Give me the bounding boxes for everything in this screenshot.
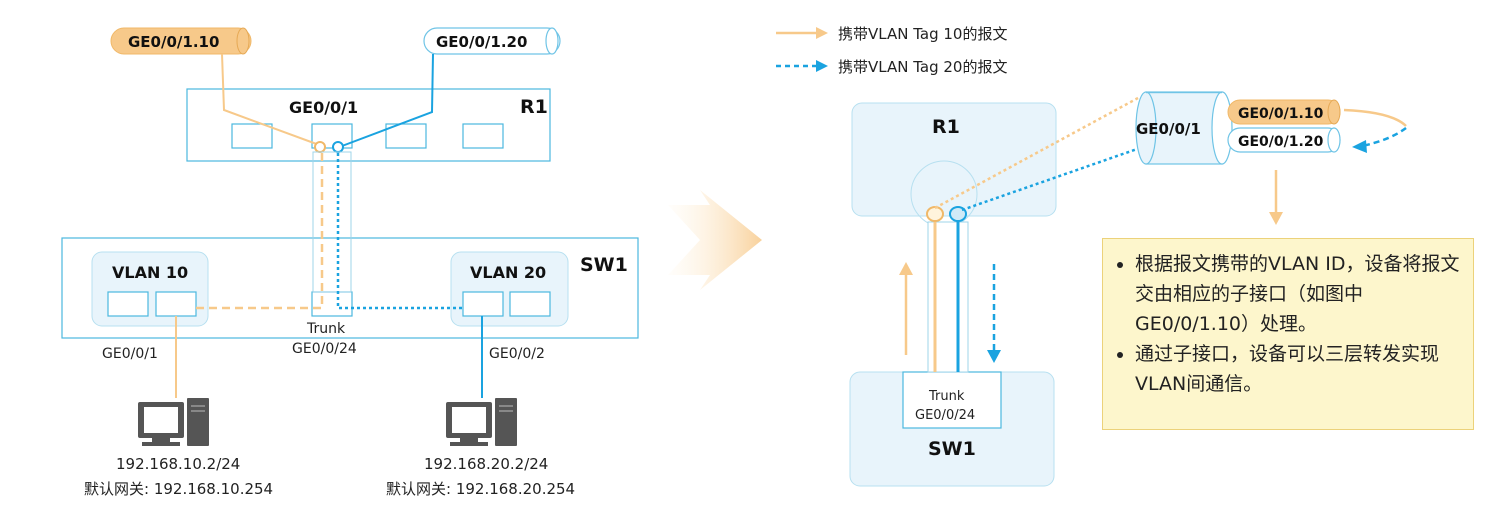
subif-10-pill-right: GE0/0/1.10 — [1227, 99, 1341, 125]
hairpin-vlan10 — [1343, 108, 1407, 127]
vlan20-path-r1 — [341, 53, 434, 147]
r1-port-vlan10-right — [926, 206, 944, 222]
trunk-port-label-right: GE0/0/24 — [915, 408, 975, 423]
explanation-note: 根据报文携带的VLAN ID，设备将报文交由相应的子接口（如图中GE0/0/1.… — [1102, 238, 1474, 430]
ge001-cylinder — [1135, 91, 1233, 165]
sw1-trunk-port — [311, 291, 353, 317]
legend-vlan20-label: 携带VLAN Tag 20的报文 — [838, 58, 1007, 76]
trunk-label-left: Trunk — [306, 321, 346, 337]
hairpin-vlan20 — [1361, 126, 1407, 148]
hairpin-arrowhead — [1352, 140, 1367, 153]
r1-port-3 — [385, 123, 427, 149]
explanation-list: 根据报文携带的VLAN ID，设备将报文交由相应的子接口（如图中GE0/0/1.… — [1115, 249, 1461, 399]
trunk-port-label-left: GE0/0/24 — [292, 341, 357, 357]
arrow-down-to-note-icon — [1269, 170, 1283, 225]
arrow-down-icon — [987, 264, 1001, 363]
zoom-line-vlan20 — [961, 146, 1141, 212]
subif-20-pill-right: GE0/0/1.20 — [1227, 127, 1341, 153]
r1-port-dot-vlan20 — [332, 141, 344, 153]
vlan20-port-1 — [462, 291, 504, 317]
legend-vlan10: 携带VLAN Tag 10的报文 — [776, 25, 1007, 43]
r1-label-right: R1 — [932, 116, 960, 138]
r1-port-label-left: GE0/0/1 — [289, 98, 358, 117]
arrow-up-icon — [899, 262, 913, 355]
sw1-label-right: SW1 — [928, 438, 976, 460]
explanation-item-2: 通过子接口，设备可以三层转发实现VLAN间通信。 — [1135, 339, 1461, 399]
ge001-port-label: GE0/0/1 — [102, 346, 158, 362]
r1-port-1 — [231, 123, 273, 149]
r1-port-vlan20-right — [949, 206, 967, 222]
vlan20-port-2 — [509, 291, 551, 317]
explanation-item-1: 根据报文携带的VLAN ID，设备将报文交由相应的子接口（如图中GE0/0/1.… — [1135, 249, 1461, 339]
r1-port-4 — [462, 123, 504, 149]
trunk-label-right: Trunk — [928, 389, 965, 404]
vlan10-port-1 — [107, 291, 149, 317]
sw1-label-left: SW1 — [580, 254, 628, 276]
pc2-gateway: 默认网关: 192.168.20.254 — [386, 480, 575, 498]
ge001-label-right: GE0/0/1 — [1136, 120, 1201, 138]
pc1-gateway: 默认网关: 192.168.10.254 — [84, 480, 273, 498]
r1-label-left: R1 — [520, 96, 548, 118]
subif-20-pill-left: GE0/0/1.20 — [423, 27, 561, 55]
vlan10-path-r1 — [221, 53, 323, 147]
subif-10-label-right: GE0/0/1.10 — [1238, 106, 1324, 122]
vlan10-label: VLAN 10 — [112, 263, 188, 282]
legend-vlan20: 携带VLAN Tag 20的报文 — [776, 58, 1007, 76]
trunk-link-band — [312, 151, 352, 293]
subif-10-pill-left: GE0/0/1.10 — [110, 27, 252, 55]
subif-20-label-right: GE0/0/1.20 — [1238, 134, 1324, 150]
subif-10-label-left: GE0/0/1.10 — [128, 33, 219, 51]
zoom-line-vlan10 — [934, 96, 1139, 210]
pc2-ip: 192.168.20.2/24 — [424, 455, 548, 473]
subif-20-label-left: GE0/0/1.20 — [436, 33, 527, 51]
pc1-ip: 192.168.10.2/24 — [116, 455, 240, 473]
pc-icon — [446, 398, 517, 446]
vlan10-dashed-path — [196, 153, 324, 310]
pc-icon — [138, 398, 209, 446]
vlan20-label: VLAN 20 — [470, 263, 546, 282]
vlan10-port-2 — [155, 291, 197, 317]
arrow-right-icon — [668, 190, 762, 290]
legend-vlan10-label: 携带VLAN Tag 10的报文 — [838, 25, 1007, 43]
r1-port-dot-vlan10 — [314, 141, 326, 153]
ge002-port-label: GE0/0/2 — [489, 346, 545, 362]
